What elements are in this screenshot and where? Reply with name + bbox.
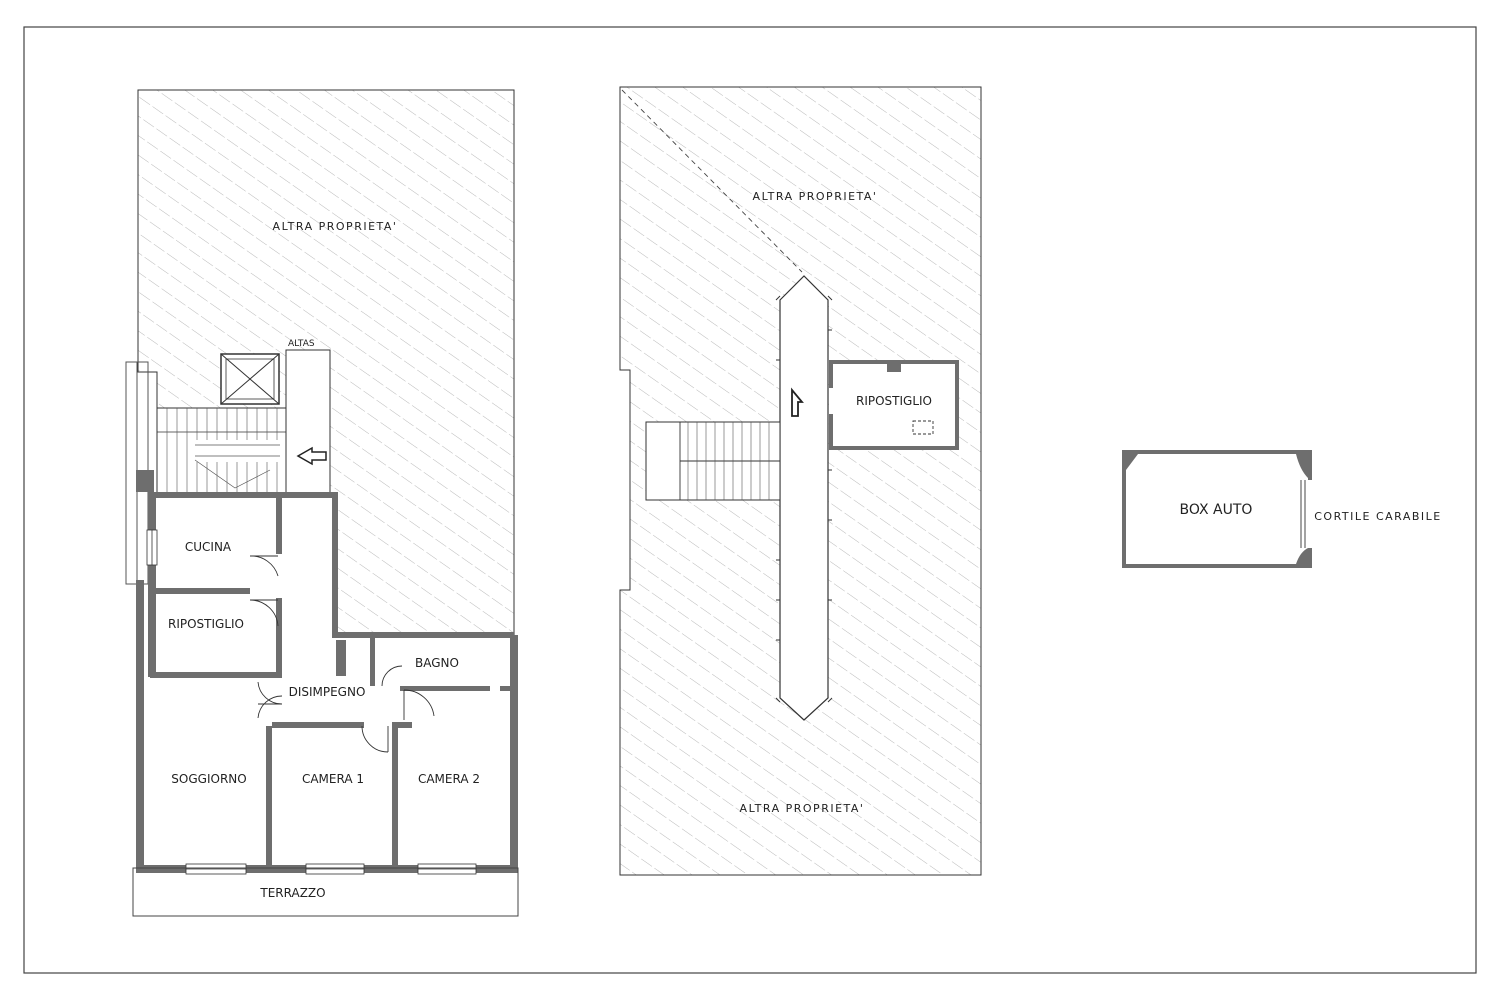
label-terrazzo: TERRAZZO — [259, 886, 325, 900]
apartment-windows — [146, 529, 477, 875]
stair-block — [156, 407, 288, 495]
cellar-corridor — [779, 275, 829, 721]
room-label-camera-2: CAMERA 2 — [418, 772, 480, 786]
label-altas: ALTAS — [288, 339, 315, 349]
room-label-soggiorno: SOGGIORNO — [171, 772, 246, 786]
label-cortile: CORTILE CARABILE — [1314, 510, 1442, 523]
label-altra-proprieta-1: ALTRA PROPRIETA' — [273, 220, 398, 233]
apartment-plan: ALTAS — [125, 89, 519, 917]
garage-plan — [1122, 450, 1312, 568]
label-altra-proprieta-2: ALTRA PROPRIETA' — [753, 190, 878, 203]
cellar-stairs — [645, 421, 781, 501]
elevator-shaft — [220, 353, 280, 405]
entry-arrow-icon — [296, 446, 327, 466]
apartment-doors — [249, 555, 435, 753]
room-label-bagno: BAGNO — [415, 656, 459, 670]
terrace — [132, 867, 519, 917]
room-label-cucina: CUCINA — [185, 540, 232, 554]
room-label-ripostiglio: RIPOSTIGLIO — [168, 617, 244, 631]
room-label-disimpegno: DISIMPEGNO — [289, 685, 366, 699]
room-label-box-auto: BOX AUTO — [1180, 502, 1253, 518]
cellar-arrow-icon — [791, 387, 804, 417]
room-label-ripostiglio-cellar: RIPOSTIGLIO — [856, 394, 932, 408]
room-label-camera-1: CAMERA 1 — [302, 772, 364, 786]
sheet-border — [23, 26, 1477, 974]
landing-corridor — [285, 349, 331, 497]
label-altra-proprieta-3: ALTRA PROPRIETA' — [740, 802, 865, 815]
cellar-plan: RIPOSTIGLIO ALTRA PROPRIETA' ALTRA PROPR… — [619, 86, 982, 876]
cellar-storage-room — [829, 360, 959, 450]
